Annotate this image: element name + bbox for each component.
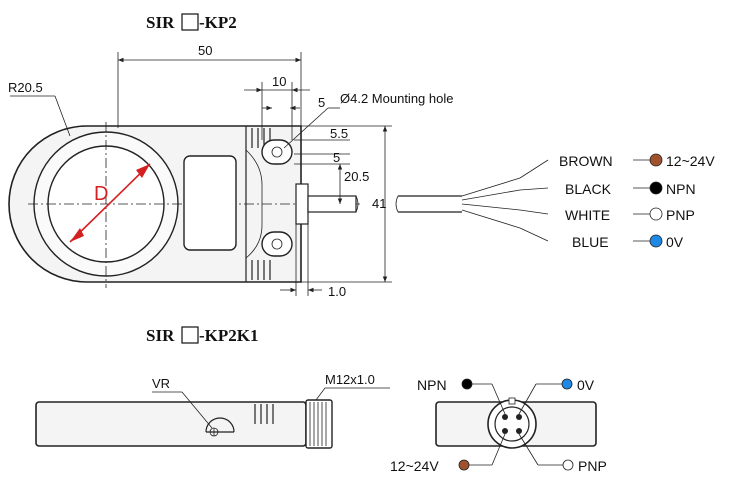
dim-5-mid: 5 xyxy=(333,150,340,165)
svg-text:0V: 0V xyxy=(666,234,684,250)
wire-brown: BROWN 12~24V xyxy=(559,153,715,169)
svg-text:BLACK: BLACK xyxy=(565,181,612,197)
diameter-label: D xyxy=(94,183,108,205)
svg-text:BROWN: BROWN xyxy=(559,153,613,169)
connector-face-view: NPN 0V 12~24V PNP xyxy=(390,377,607,474)
white-dot-icon xyxy=(649,207,663,221)
pin-4 xyxy=(516,414,522,420)
title-kp2: SIR -KP2 xyxy=(146,13,237,32)
dim-5-top: 5 xyxy=(318,95,325,110)
supply-dot-icon xyxy=(458,459,470,471)
mounting-hole-bottom xyxy=(261,231,293,257)
wire-legend: BROWN 12~24V BLACK NPN WHITE PNP BLUE 0V xyxy=(559,153,715,250)
conn-pnp-label: PNP xyxy=(578,458,607,474)
svg-text:SIR: SIR xyxy=(146,326,175,345)
dim-20-5: 20.5 xyxy=(344,169,369,184)
mounting-hole-top xyxy=(261,139,293,165)
title-kp2k1: SIR -KP2K1 xyxy=(146,326,259,345)
conn-0v-label: 0V xyxy=(577,377,595,393)
pin-1 xyxy=(502,414,508,420)
black-dot-icon xyxy=(649,181,663,195)
zero-v-dot-icon xyxy=(561,378,573,390)
sensor-top-view: D xyxy=(8,122,360,288)
wire-white: WHITE PNP xyxy=(565,207,695,223)
blue-dot-icon xyxy=(649,234,663,248)
svg-text:-KP2K1: -KP2K1 xyxy=(199,326,259,345)
cable xyxy=(395,159,549,242)
svg-text:SIR: SIR xyxy=(146,13,175,32)
svg-text:WHITE: WHITE xyxy=(565,207,610,223)
svg-text:-KP2: -KP2 xyxy=(199,13,237,32)
conn-npn-label: NPN xyxy=(417,377,447,393)
dim-1-0: 1.0 xyxy=(328,284,346,299)
brown-dot-icon xyxy=(649,153,663,167)
radius-label: R20.5 xyxy=(8,80,43,95)
dimensions: 50 10 5 Ø4.2 Mounting hole R20.5 5.5 5 2… xyxy=(8,43,453,299)
wire-blue: BLUE 0V xyxy=(572,234,684,250)
sensor-side-view: VR M12x1.0 xyxy=(35,372,390,449)
conn-12-24v-label: 12~24V xyxy=(390,458,439,474)
indicator-window xyxy=(183,155,237,251)
svg-text:12~24V: 12~24V xyxy=(666,153,715,169)
model-placeholder-box xyxy=(181,326,199,344)
svg-text:BLUE: BLUE xyxy=(572,234,609,250)
m12-connector xyxy=(305,399,333,449)
dim-5-5: 5.5 xyxy=(330,126,348,141)
dim-50: 50 xyxy=(198,43,212,58)
vr-label: VR xyxy=(152,376,170,391)
svg-text:PNP: PNP xyxy=(666,207,695,223)
dim-41: 41 xyxy=(372,196,386,211)
npn-dot-icon xyxy=(461,378,473,390)
thread-label: M12x1.0 xyxy=(325,372,375,387)
pnp-dot-icon xyxy=(562,459,574,471)
pin-3 xyxy=(516,428,522,434)
dim-10: 10 xyxy=(272,74,286,89)
pin-2 xyxy=(502,428,508,434)
svg-text:NPN: NPN xyxy=(666,181,696,197)
mounting-hole-label: Ø4.2 Mounting hole xyxy=(340,91,453,106)
wire-black: BLACK NPN xyxy=(565,181,696,197)
model-placeholder-box xyxy=(181,13,199,31)
